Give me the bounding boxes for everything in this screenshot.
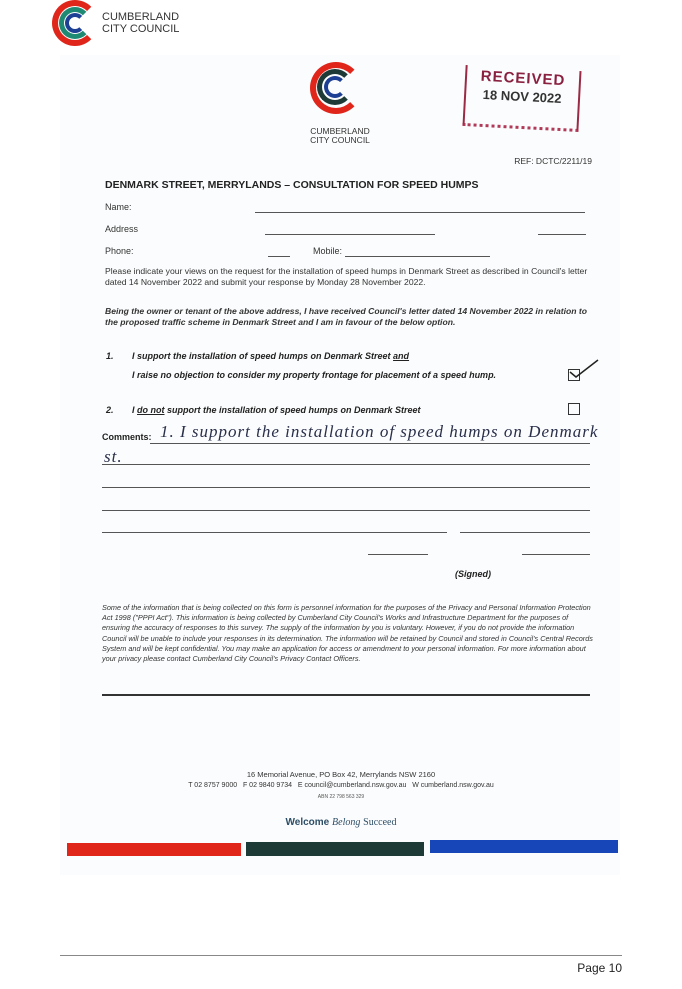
- option1-number: 1.: [106, 351, 114, 361]
- header-logo-text: CUMBERLAND CITY COUNCIL: [102, 11, 179, 35]
- mobile-field[interactable]: [345, 256, 490, 257]
- comments-line-5[interactable]: [102, 532, 447, 533]
- reference-number: REF: DCTC/2211/19: [514, 156, 592, 166]
- form-logo-line1: CUMBERLAND: [310, 126, 370, 136]
- option1-and: and: [393, 351, 410, 361]
- phone-field[interactable]: [268, 256, 290, 257]
- received-stamp: RECEIVED 18 NOV 2022: [462, 65, 582, 132]
- tagline-welcome: Welcome: [285, 817, 330, 828]
- tagline-belong: Belong: [332, 817, 361, 828]
- option2-text: I do not support the installation of spe…: [132, 405, 421, 415]
- form-logo-line2: CITY COUNCIL: [310, 135, 370, 145]
- comments-line-4[interactable]: [102, 510, 590, 511]
- intro-paragraph: Please indicate your views on the reques…: [105, 266, 588, 287]
- comments-handwriting-line2: st.: [104, 447, 123, 466]
- logo-line1: CUMBERLAND: [102, 11, 180, 23]
- footer-abn: ABN 22 798 563 329: [317, 794, 365, 800]
- footer-bar-blue: [430, 840, 618, 853]
- page-number: Page 10: [577, 961, 622, 975]
- comments-line-1[interactable]: [150, 443, 590, 444]
- comments-handwriting-line1: 1. I support the installation of speed h…: [160, 422, 599, 441]
- comments-line-2[interactable]: [102, 464, 590, 465]
- option2-number: 2.: [106, 405, 114, 415]
- form-title: DENMARK STREET, MERRYLANDS – CONSULTATIO…: [105, 179, 479, 191]
- option2-post: support the installation of speed humps …: [164, 405, 421, 415]
- comments-label: Comments:: [102, 432, 152, 442]
- name-field[interactable]: [255, 212, 585, 213]
- page-footer-divider: [60, 955, 622, 956]
- footer-address: 16 Memorial Avenue, PO Box 42, Merryland…: [246, 770, 436, 779]
- comments-line-6[interactable]: [460, 532, 590, 533]
- privacy-notice: Some of the information that is being co…: [102, 603, 593, 664]
- council-logo-icon: [52, 0, 100, 46]
- option2-do-not: do not: [137, 405, 165, 415]
- checkmark-icon: [569, 359, 599, 378]
- phone-label: Phone:: [105, 246, 134, 256]
- signed-label: (Signed): [455, 569, 491, 579]
- footer-tagline: Welcome Belong Succeed: [0, 817, 682, 828]
- tagline-succeed: Succeed: [363, 817, 397, 828]
- address-label: Address: [105, 224, 139, 234]
- footer-bar-green: [246, 842, 424, 856]
- option1-text: I support the installation of speed hump…: [132, 351, 394, 361]
- signature-line-1[interactable]: [368, 554, 428, 555]
- form-logo-icon: [310, 62, 362, 120]
- mobile-label: Mobile:: [313, 246, 343, 256]
- footer-contact: T 02 8757 9000 F 02 9840 9734 E council@…: [188, 782, 494, 789]
- option1-line1: I support the installation of speed hump…: [132, 351, 409, 361]
- address-field[interactable]: [265, 234, 435, 235]
- option2-pre: I: [132, 405, 138, 415]
- logo-line2: CITY COUNCIL: [102, 23, 180, 35]
- name-label: Name:: [105, 202, 132, 212]
- comments-line-3[interactable]: [102, 487, 590, 488]
- footer-bar-red: [67, 843, 241, 856]
- privacy-divider: [102, 694, 590, 696]
- option1-line2: I raise no objection to consider my prop…: [132, 370, 497, 380]
- address-field-2[interactable]: [538, 234, 586, 235]
- stamp-date: 18 NOV 2022: [482, 86, 562, 107]
- statement-paragraph: Being the owner or tenant of the above a…: [105, 306, 587, 327]
- signature-line-2[interactable]: [522, 554, 590, 555]
- scanned-form: [60, 55, 620, 875]
- form-logo-text: CUMBERLAND CITY COUNCIL: [290, 127, 390, 145]
- option2-checkbox[interactable]: [568, 403, 580, 415]
